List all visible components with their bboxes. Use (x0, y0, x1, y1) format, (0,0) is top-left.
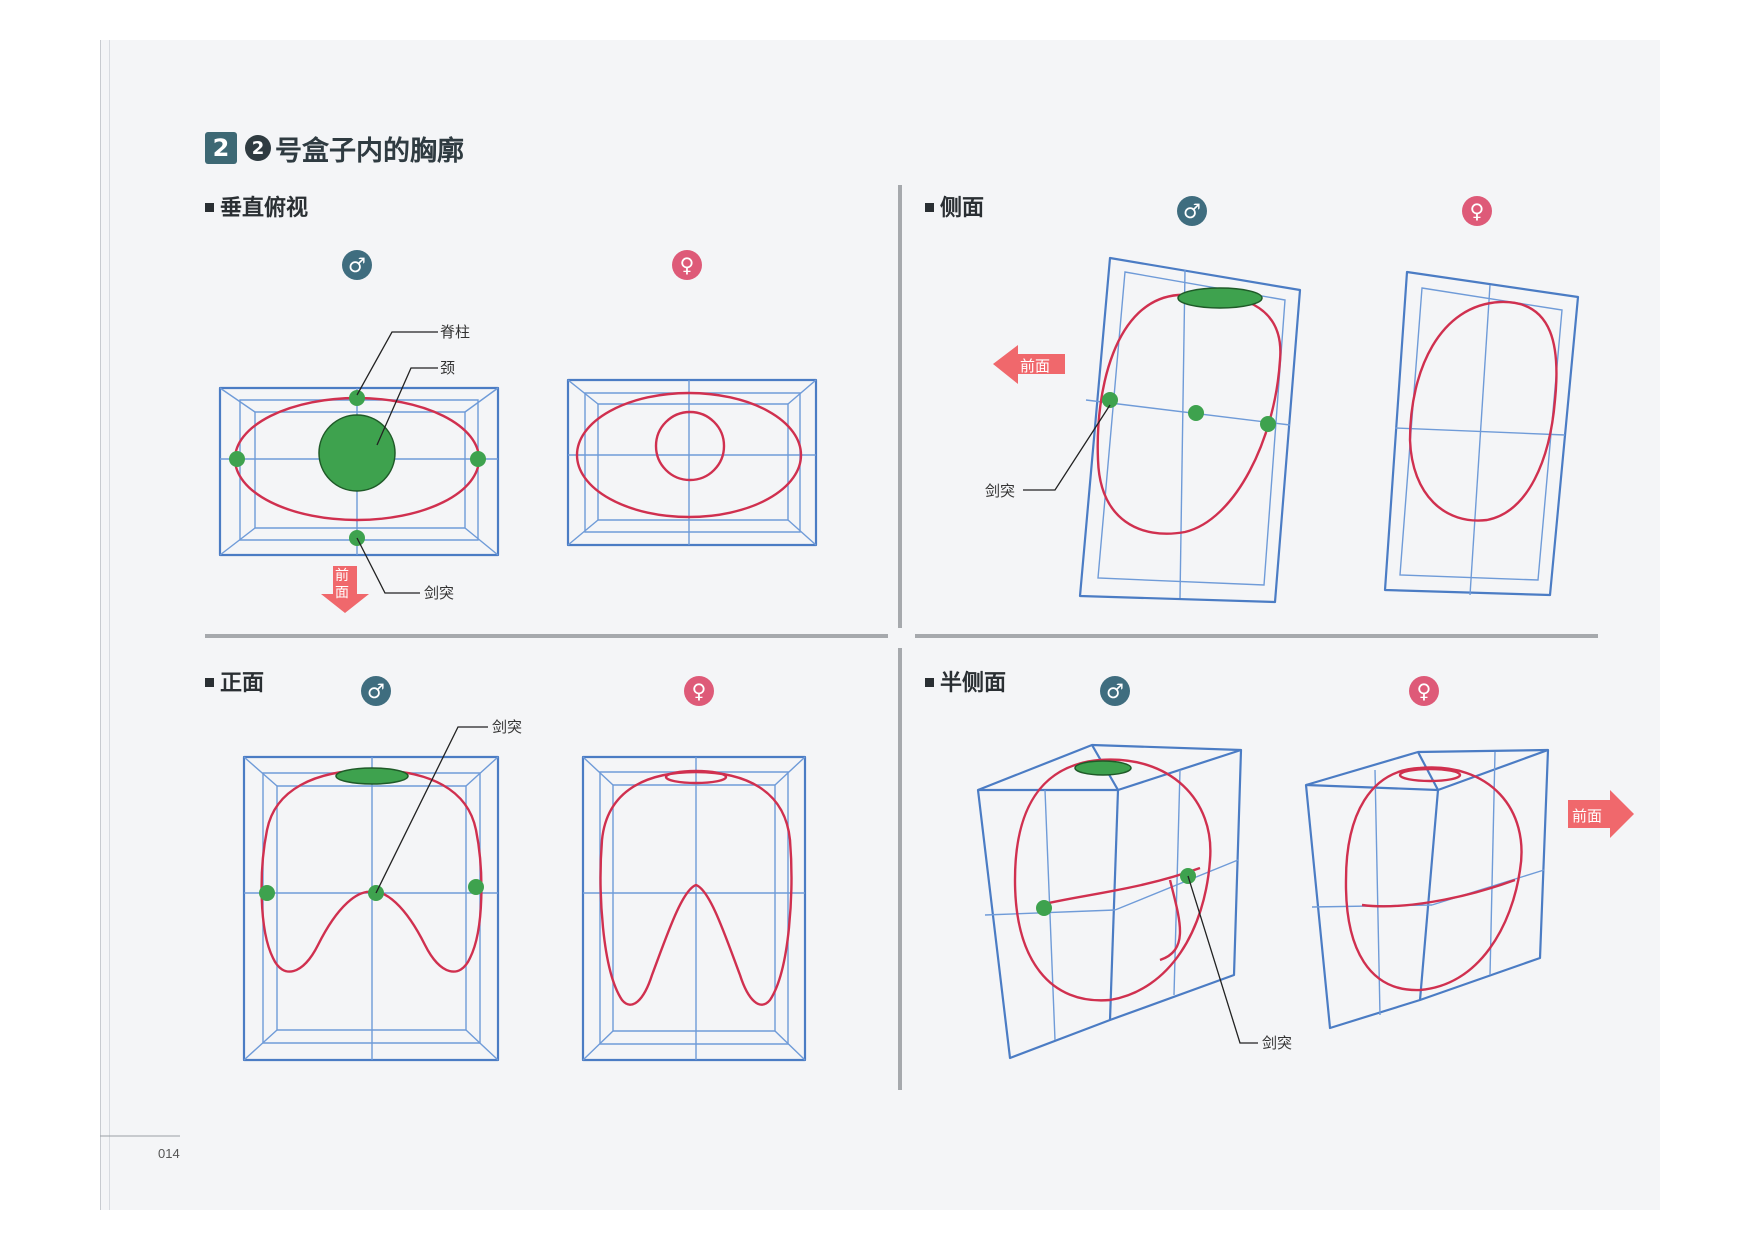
front-view-female-diagram (581, 755, 807, 1062)
three-quarter-female-diagram (1304, 748, 1634, 1030)
bullet-icon (205, 677, 214, 687)
bullet-icon (205, 202, 214, 212)
label-xiphoid: 剑突 (492, 718, 523, 736)
male-symbol-icon: ♂ (1100, 676, 1130, 706)
bullet-icon (925, 202, 934, 212)
male-symbol-icon: ♂ (342, 250, 372, 280)
page-binding (100, 40, 110, 1210)
side-view-female-diagram (1383, 270, 1580, 597)
male-symbol-icon: ♂ (361, 676, 391, 706)
female-symbol-icon: ♀ (672, 250, 702, 280)
page-number: 014 (158, 1146, 180, 1161)
section-front-view: 正面 (205, 665, 264, 697)
bullet-icon (925, 677, 934, 687)
front-arrow-label: 前面 (1572, 807, 1603, 825)
front-arrow-label: 前面 (1020, 357, 1051, 375)
female-symbol-icon: ♀ (1462, 196, 1492, 226)
top-view-female-diagram (566, 378, 818, 547)
label-spine: 脊柱 (440, 323, 471, 341)
label-neck: 颈 (440, 359, 456, 377)
label-xiphoid: 剑突 (1262, 1034, 1293, 1052)
section-three-quarter: 半侧面 (925, 665, 1006, 697)
label-xiphoid: 剑突 (424, 584, 455, 602)
circled-number: 2 (245, 135, 271, 161)
front-arrow-label: 前面 (335, 568, 349, 601)
male-symbol-icon: ♂ (1177, 196, 1207, 226)
label-xiphoid: 剑突 (985, 482, 1016, 500)
section-top-view: 垂直俯视 (205, 190, 308, 222)
page-title: 2 2 号盒子内的胸廓 (205, 130, 464, 167)
section-number-box: 2 (205, 132, 237, 164)
female-symbol-icon: ♀ (1409, 676, 1439, 706)
title-text: 号盒子内的胸廓 (275, 135, 464, 167)
page-background (100, 40, 1660, 1210)
side-view-male-diagram (993, 256, 1302, 604)
female-symbol-icon: ♀ (684, 676, 714, 706)
section-side-view: 侧面 (925, 190, 984, 222)
front-view-male-diagram (242, 726, 500, 1062)
three-quarter-male-diagram (976, 743, 1258, 1060)
top-view-male-diagram (218, 331, 500, 613)
